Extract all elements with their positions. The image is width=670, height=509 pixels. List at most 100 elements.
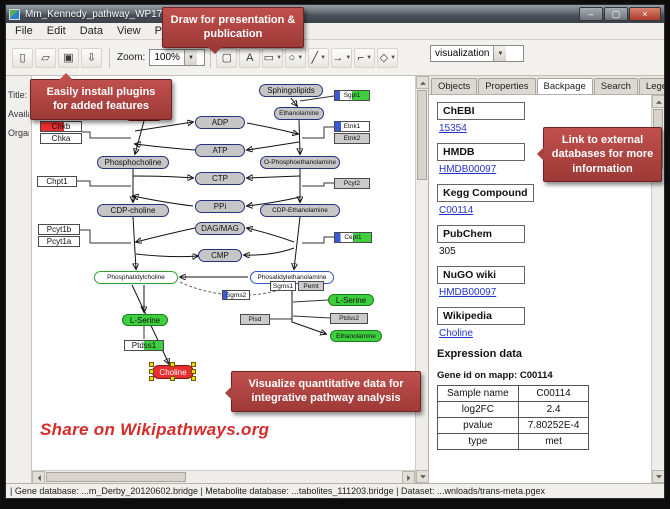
sidebar-scrollbar[interactable] — [651, 95, 664, 483]
toolbar-file-group: ▯▱▣⇩ — [12, 47, 104, 68]
pathway-node[interactable]: CTP — [195, 172, 245, 185]
pathway-node[interactable]: Ethanolamine — [330, 330, 382, 342]
scrollbar-thumb[interactable] — [417, 90, 427, 180]
pathway-node[interactable]: Pemt — [298, 281, 324, 291]
pathway-node[interactable]: CDP-choline — [97, 204, 169, 217]
chevron-down-icon[interactable]: ▼ — [493, 46, 507, 61]
menu-file[interactable]: File — [15, 25, 33, 37]
selection-handle[interactable] — [170, 376, 175, 381]
pathway-node[interactable]: CMP — [198, 249, 242, 262]
save-icon[interactable]: ▣ — [58, 47, 79, 68]
pathway-node[interactable]: PPi — [195, 200, 245, 213]
external-db-link[interactable]: HMDB00097 — [439, 287, 497, 298]
canvas-column: SphingolipidsSgpl1CholineChkbChkaADPEtha… — [32, 76, 415, 484]
scroll-down-icon[interactable] — [652, 470, 664, 483]
pathway-node[interactable]: Pcyt1a — [38, 236, 80, 247]
external-db-link[interactable]: HMDB00097 — [439, 164, 497, 175]
callout-quantitative-data: Visualize quantitative data for integrat… — [225, 371, 421, 412]
scroll-up-icon[interactable] — [416, 76, 429, 89]
pathway-node[interactable]: CDP-Ethanolamine — [260, 204, 340, 217]
scroll-left-icon[interactable] — [32, 471, 45, 484]
pathway-node[interactable]: Pcyt2 — [334, 178, 370, 189]
selection-handle[interactable] — [191, 376, 196, 381]
pathway-node[interactable]: Chpt1 — [37, 176, 77, 187]
pathway-node[interactable]: ADP — [195, 116, 245, 129]
visualization-combobox[interactable]: visualization ▼ — [430, 45, 524, 62]
external-db-value: 305 — [439, 246, 456, 257]
selection-handle[interactable] — [149, 369, 154, 374]
open-icon[interactable]: ▱ — [35, 47, 56, 68]
pathway-node[interactable]: DAG/MAG — [195, 222, 245, 235]
new-file-icon[interactable]: ▯ — [12, 47, 33, 68]
scroll-right-icon[interactable] — [402, 471, 415, 484]
line-tool-icon[interactable]: ╱▼ — [308, 47, 330, 68]
external-db-link[interactable]: Choline — [439, 328, 473, 339]
export-icon[interactable]: ⇩ — [81, 47, 102, 68]
pathway-node[interactable]: Chka — [40, 133, 82, 144]
pathway-node[interactable]: Pisd — [240, 314, 270, 325]
close-button[interactable]: × — [629, 7, 661, 21]
elbow-tool-icon[interactable]: ⌐▼ — [354, 47, 376, 68]
tab-search[interactable]: Search — [593, 78, 638, 94]
menu-view[interactable]: View — [116, 25, 141, 37]
selection-handle[interactable] — [149, 376, 154, 381]
pathway-node[interactable]: Ethanolamine — [274, 107, 324, 120]
pathway-node[interactable]: Sgms2 — [222, 290, 250, 300]
pathway-node[interactable]: Ptdss1 — [124, 340, 164, 351]
selection-handle[interactable] — [191, 369, 196, 374]
pathway-node[interactable]: O-Phosphoethanolamine — [260, 156, 340, 169]
pathway-node[interactable]: Etnk2 — [334, 133, 370, 144]
pathway-node[interactable]: L-Serine — [328, 294, 374, 306]
tab-backpage[interactable]: Backpage — [536, 78, 593, 94]
callout-install-plugins: Easily install plugins for added feature… — [30, 73, 172, 120]
pathway-node[interactable]: Sphingolipids — [259, 84, 323, 97]
pathway-node[interactable]: Sgms1 — [270, 281, 296, 291]
pathway-node[interactable]: Chkb — [40, 121, 82, 132]
external-db-link[interactable]: 15354 — [439, 123, 467, 134]
zoom-label: Zoom: — [117, 52, 146, 63]
pathway-node[interactable]: Sgpl1 — [334, 90, 370, 101]
maximize-button[interactable]: ▢ — [604, 7, 628, 21]
menu-edit[interactable]: Edit — [46, 25, 66, 37]
horizontal-scrollbar[interactable] — [32, 470, 415, 484]
selection-handle[interactable] — [170, 362, 175, 367]
label-tool-icon[interactable]: A — [239, 47, 261, 68]
table-cell: met — [517, 433, 590, 450]
tab-legend[interactable]: Legend — [638, 78, 664, 94]
pathway-node[interactable]: L-Serine — [122, 314, 168, 326]
scrollbar-thumb[interactable] — [46, 472, 186, 482]
pathway-node[interactable]: Phosphocholine — [97, 156, 169, 169]
external-db-link[interactable]: C00114 — [439, 205, 474, 216]
pathway-node[interactable]: Etnk1 — [334, 121, 370, 132]
vertical-scrollbar[interactable] — [415, 76, 429, 483]
pathway-node[interactable]: ATP — [195, 144, 245, 157]
pathway-info-label: Title: — [8, 90, 28, 100]
arrow-tool-icon[interactable]: →▼ — [331, 47, 353, 68]
datanode-tool-icon[interactable]: ▭▼ — [262, 47, 284, 68]
scroll-up-icon[interactable] — [652, 95, 664, 108]
selection-handle[interactable] — [191, 362, 196, 367]
zoom-combobox[interactable]: 100% ▼ — [149, 49, 206, 66]
menu-bar: FileEditDataViewPluginsHelp — [6, 23, 664, 40]
tab-objects[interactable]: Objects — [431, 78, 478, 94]
chevron-down-icon: ▼ — [345, 54, 352, 61]
pathway-node[interactable]: Ptdss2 — [330, 313, 368, 324]
title-bar[interactable]: Mm_Kennedy_pathway_WP1771_45176.gpi –▢× — [6, 5, 664, 23]
minimize-button[interactable]: – — [579, 7, 603, 21]
pathway-node[interactable]: Phosphatidylcholine — [94, 271, 178, 284]
pathway-node[interactable]: Cept1 — [334, 232, 372, 243]
chevron-down-icon[interactable]: ▼ — [183, 50, 197, 65]
connector-tool-icon[interactable]: ◇▼ — [377, 47, 399, 68]
shape-tool-icon[interactable]: ○▼ — [285, 47, 307, 68]
menu-data[interactable]: Data — [79, 25, 103, 37]
scroll-down-icon[interactable] — [416, 470, 429, 483]
toolbar: ▯▱▣⇩ Zoom: 100% ▼ ▢A▭▼○▼╱▼→▼⌐▼◇▼ visuali… — [6, 40, 664, 76]
pathway-node[interactable]: Pcyt1b — [38, 224, 80, 235]
selection-handle[interactable] — [149, 362, 154, 367]
tab-properties[interactable]: Properties — [478, 78, 536, 94]
